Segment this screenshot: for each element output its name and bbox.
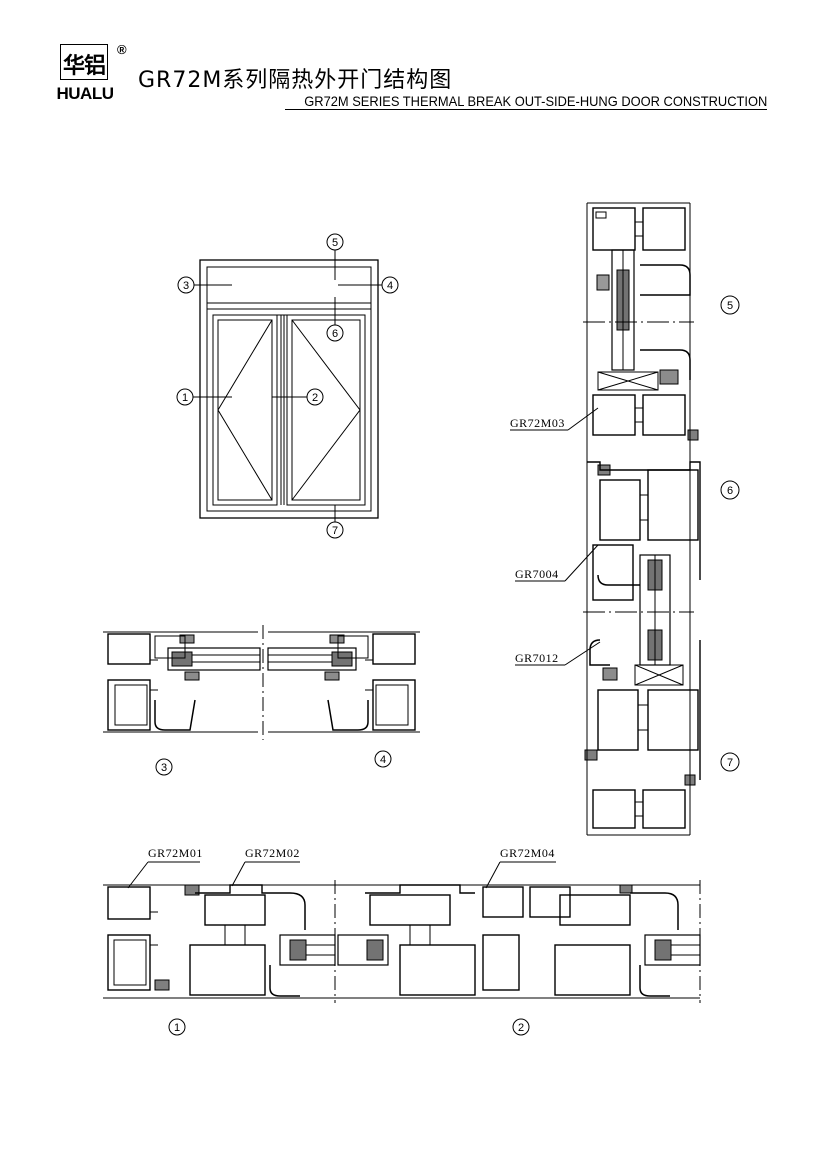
elevation-marker-5: 5: [326, 233, 344, 251]
svg-text:6: 6: [332, 328, 338, 340]
title-underline: [285, 109, 767, 110]
elevation-marker-7: 7: [326, 521, 344, 539]
svg-text:2: 2: [518, 1022, 524, 1034]
label-gr72m02: GR72M02: [245, 846, 300, 860]
page-title-chinese: GR72M系列隔热外开门结构图: [138, 68, 453, 93]
svg-text:1: 1: [182, 392, 188, 404]
elevation-marker-2: 2: [306, 388, 324, 406]
label-gr72m04: GR72M04: [500, 846, 555, 860]
section-marker-2: 2: [512, 1018, 530, 1036]
page-title-english: GR72M SERIES THERMAL BREAK OUT-SIDE-HUNG…: [303, 93, 767, 109]
svg-text:1: 1: [174, 1022, 180, 1034]
logo-chinese: 华铝: [62, 54, 106, 79]
svg-text:3: 3: [183, 280, 189, 292]
door-elevation: 5 3 4 6 1 2 7: [176, 233, 399, 539]
svg-text:3: 3: [161, 762, 167, 774]
svg-text:4: 4: [387, 280, 393, 292]
section-marker-6: 6: [720, 480, 740, 500]
section-marker-5: 5: [720, 295, 740, 315]
section-marker-1: 1: [168, 1018, 186, 1036]
registered-mark: ®: [117, 42, 127, 57]
label-gr72m01: GR72M01: [148, 846, 203, 860]
svg-text:7: 7: [332, 525, 338, 537]
section-marker-4: 4: [374, 750, 392, 768]
svg-text:7: 7: [727, 757, 733, 769]
section-marker-3: 3: [155, 758, 173, 776]
elevation-marker-4: 4: [381, 276, 399, 294]
svg-text:6: 6: [727, 485, 733, 497]
logo-frame: [60, 44, 108, 80]
svg-text:4: 4: [380, 754, 386, 766]
hualu-logo: 华铝 HUALU: [52, 42, 118, 103]
horizontal-sections-1-2: GR72M01 GR72M02 GR72M04 1 2: [103, 846, 701, 1036]
elevation-marker-1: 1: [176, 388, 194, 406]
section-marker-7: 7: [720, 752, 740, 772]
elevation-marker-3: 3: [177, 276, 195, 294]
svg-text:5: 5: [727, 300, 733, 312]
svg-text:5: 5: [332, 237, 338, 249]
transom-sections-3-4: 3 4: [103, 625, 420, 776]
label-gr7004: GR7004: [515, 567, 559, 581]
vertical-section: GR72M03 GR7004 GR7012 5 6 7: [510, 202, 740, 836]
svg-text:2: 2: [312, 392, 318, 404]
elevation-marker-6: 6: [326, 324, 344, 342]
logo-english: HUALU: [56, 84, 115, 103]
label-gr7012: GR7012: [515, 651, 559, 665]
label-gr72m03: GR72M03: [510, 416, 565, 430]
